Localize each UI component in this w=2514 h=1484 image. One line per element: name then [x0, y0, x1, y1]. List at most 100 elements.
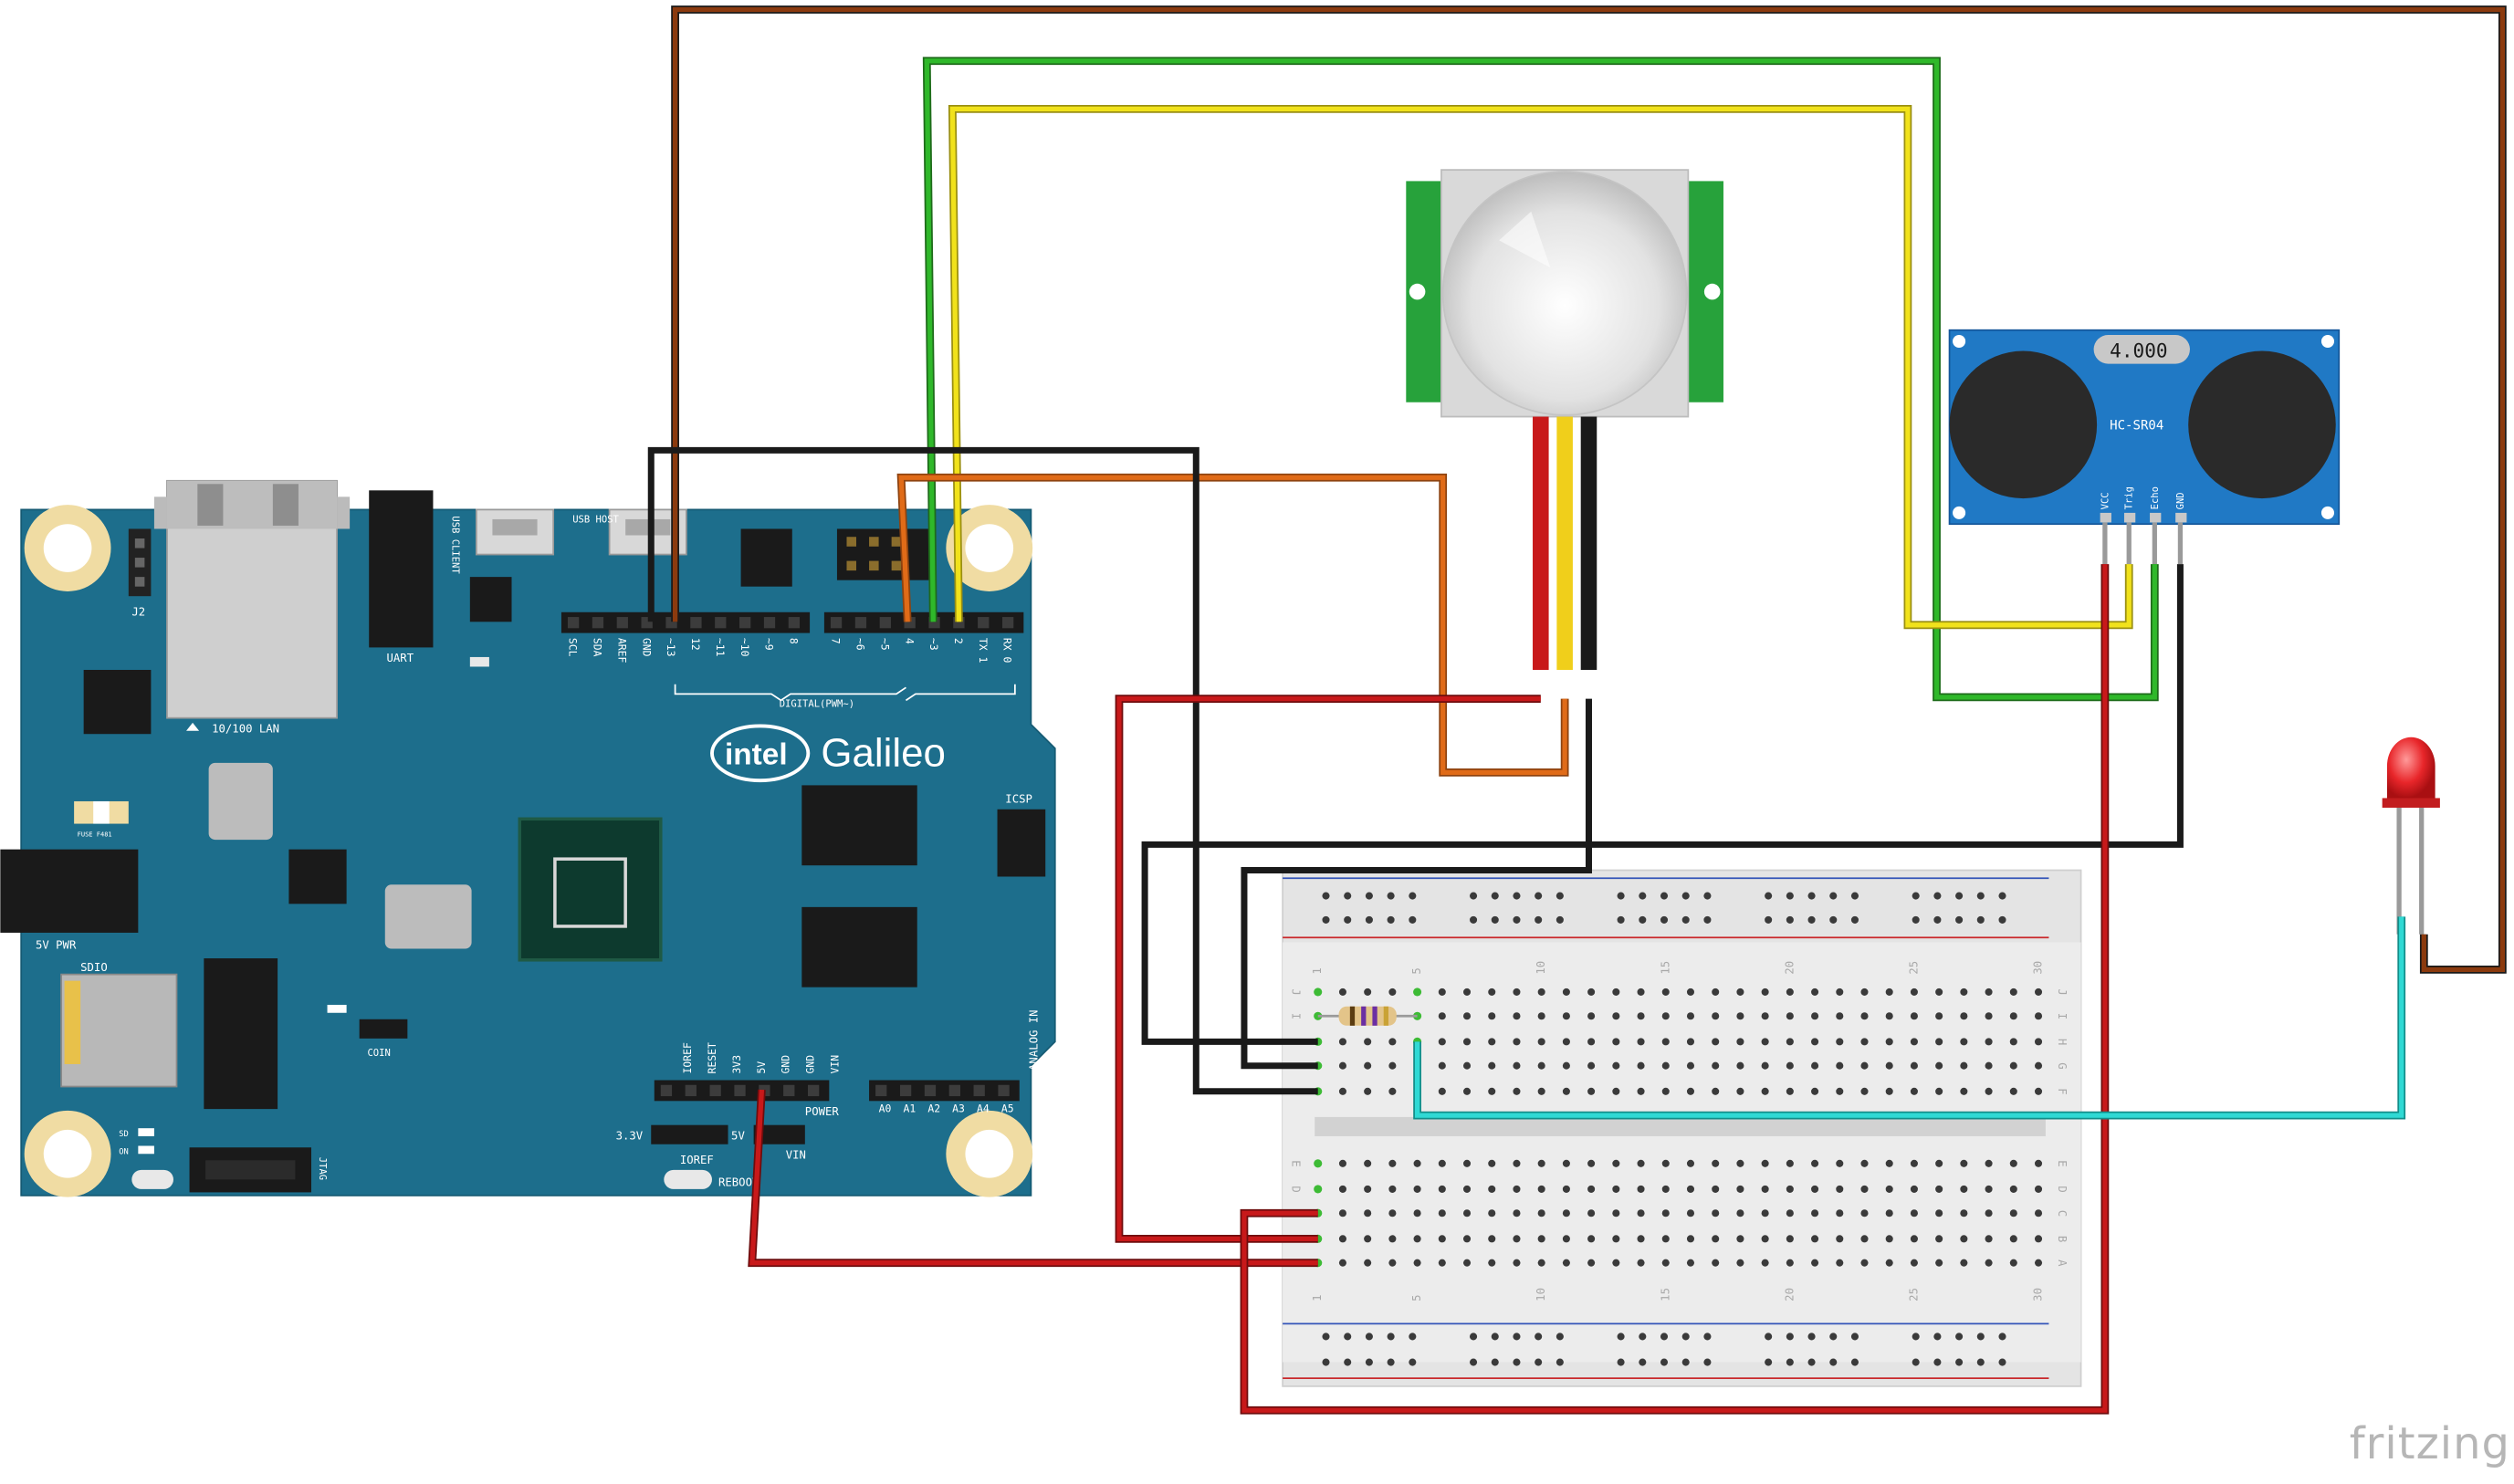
svg-text:E: E [2056, 1160, 2069, 1166]
svg-text:D: D [1290, 1186, 1303, 1192]
resistor [1317, 1006, 1418, 1026]
pir-sensor [1406, 169, 1723, 670]
svg-text:A: A [2056, 1259, 2069, 1267]
pin-label: RESET [706, 1042, 718, 1073]
pin-label: VIN [828, 1055, 841, 1074]
pin-label: IOREF [681, 1042, 694, 1073]
sdio-label: SDIO [80, 961, 108, 974]
pin-label: 3V3 [730, 1055, 743, 1074]
pin-label: ~9 [763, 638, 776, 651]
ultrasonic-pin-label: VCC [2100, 492, 2111, 509]
lan-label: 10/100 LAN [212, 722, 279, 735]
analog-pin-label: A4 [977, 1103, 990, 1115]
analog-pin-labels: A0 A1 A2 A3 A4 A5 [879, 1103, 1014, 1115]
svg-text:25: 25 [1907, 1288, 1920, 1301]
pin-label: ~6 [854, 638, 867, 651]
ultrasonic-pin-label: Trig [2124, 486, 2135, 509]
svg-text:10: 10 [1535, 961, 1547, 975]
wires [647, 5, 2507, 1415]
wire-orange [898, 475, 1567, 775]
svg-text:20: 20 [1783, 961, 1796, 975]
pin-label: TX 1 [977, 638, 990, 664]
analog-in-label: ANALOG IN [1027, 1009, 1040, 1071]
svg-text:F: F [2056, 1088, 2069, 1094]
soc-chip [518, 817, 663, 962]
svg-text:25: 25 [1907, 961, 1920, 975]
power-label: POWER [805, 1105, 840, 1118]
svg-text:H: H [2056, 1039, 2069, 1045]
wire-brown-core [672, 6, 2505, 972]
v33-label: 3.3V [616, 1129, 644, 1142]
v5-label: 5V [731, 1129, 745, 1142]
wire-yellow [949, 106, 2132, 628]
svg-text:30: 30 [2032, 1288, 2045, 1301]
svg-text:5: 5 [1410, 967, 1423, 974]
pin-label: ~5 [878, 638, 891, 651]
analog-pin-label: A2 [927, 1103, 940, 1115]
digital-header-left [560, 611, 811, 633]
intel-brand: intel [725, 738, 788, 772]
fritzing-watermark: fritzing [2331, 1411, 2514, 1484]
pin-label: GND [780, 1055, 792, 1074]
pin-label: 7 [830, 638, 843, 644]
watermark-text: fritzing [2349, 1418, 2510, 1469]
analog-pin-label: A5 [1001, 1103, 1014, 1115]
svg-text:5: 5 [1410, 1294, 1423, 1301]
analog-header [869, 1080, 1020, 1102]
svg-text:30: 30 [2032, 961, 2045, 975]
svg-text:G: G [2056, 1062, 2069, 1069]
pin-label: 4 [903, 638, 916, 644]
analog-pin-label: A0 [879, 1103, 892, 1115]
pin-label: 5V [755, 1061, 768, 1074]
wire-red-pir-core [1116, 695, 1541, 1241]
wire-green [924, 58, 2157, 700]
uart-label: UART [387, 652, 414, 664]
pin-label: RX 0 [1001, 638, 1014, 664]
sd-led-label: SD [119, 1130, 129, 1139]
coin-label: COIN [367, 1048, 390, 1059]
digital-pin-labels-right: 7 ~6 ~5 4 ~3 2 TX 1 RX 0 [830, 638, 1014, 664]
ethernet-jack [153, 479, 351, 719]
pin-label: SCL [567, 638, 580, 657]
ultrasonic-pin-label: Echo [2150, 486, 2161, 509]
red-led [2382, 737, 2440, 935]
pin-label: ~11 [714, 638, 727, 657]
svg-text:15: 15 [1659, 961, 1671, 975]
power-header [654, 1080, 830, 1102]
wire-black-us [1141, 564, 2184, 1045]
j2-label: J2 [131, 605, 145, 618]
wire-black-gnd [647, 446, 1318, 1095]
ultrasonic-pin-label: GND [2175, 492, 2186, 509]
pin-label: ~10 [738, 638, 751, 657]
mounting-holes [24, 505, 1033, 1197]
pin-label: 2 [952, 638, 965, 644]
pin-label: AREF [615, 638, 628, 664]
vin-label: VIN [786, 1149, 806, 1162]
icsp-label: ICSP [1005, 793, 1032, 806]
ultrasonic-model: HC-SR04 [2110, 419, 2163, 434]
pin-label: ~3 [927, 638, 940, 651]
reboot-label: REBOOT [718, 1176, 759, 1188]
digital-header-right [823, 611, 1024, 633]
digital-label: DIGITAL(PWM~) [780, 698, 854, 709]
pin-label: ~13 [665, 638, 677, 657]
svg-text:20: 20 [1783, 1288, 1796, 1301]
galileo-brand: Galileo [821, 730, 946, 775]
pwr-label: 5V PWR [36, 939, 77, 952]
usb-client-label: USB CLIENT [450, 516, 461, 574]
pin-label: 8 [787, 638, 800, 644]
pin-label: SDA [592, 638, 604, 657]
jtag-label: JTAG [317, 1157, 328, 1180]
analog-pin-label: A1 [903, 1103, 916, 1115]
fuse-label: FUSE F481 [78, 831, 112, 839]
svg-text:I: I [1290, 1013, 1303, 1019]
analog-pin-label: A3 [952, 1103, 965, 1115]
svg-text:15: 15 [1659, 1288, 1671, 1301]
svg-text:1: 1 [1311, 967, 1324, 974]
svg-text:J: J [2056, 988, 2069, 995]
